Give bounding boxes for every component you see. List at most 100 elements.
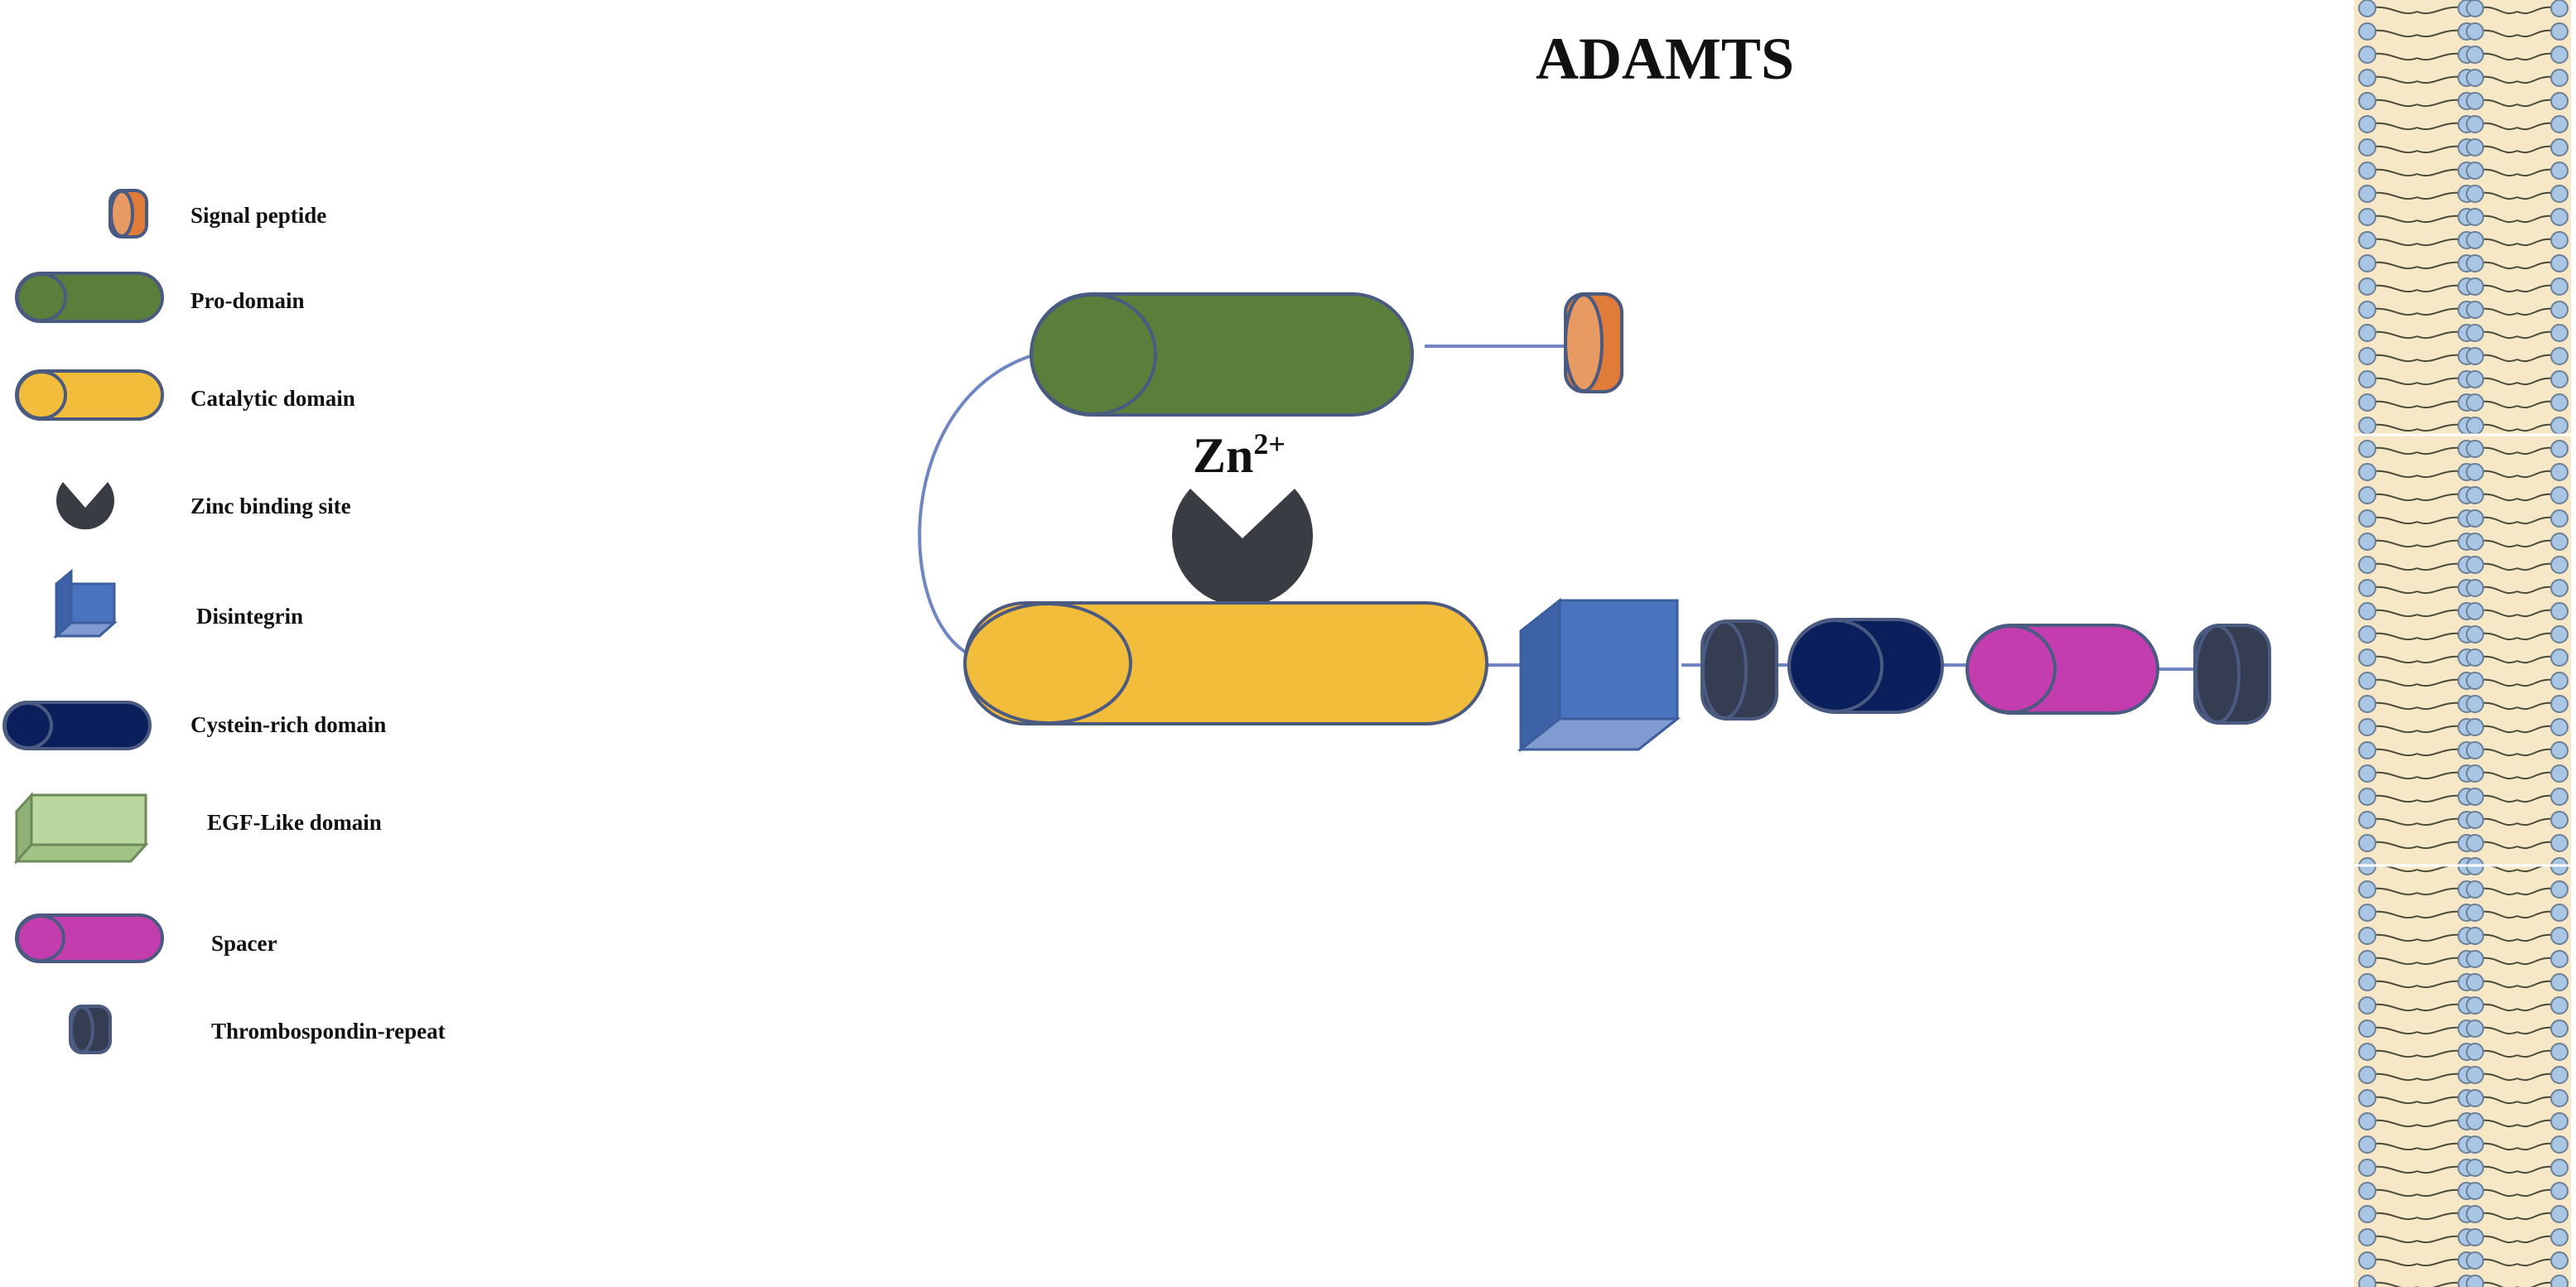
lipid-head (2550, 1182, 2569, 1200)
legend-label-cystein-rich-domain: Cystein-rich domain (191, 712, 386, 737)
lipid-head (2550, 115, 2569, 133)
zinc-ion-label: Zn2+ (1193, 427, 1286, 483)
lipid-head (2550, 625, 2569, 644)
lipid-head (2550, 788, 2569, 806)
lipid-head (2466, 347, 2484, 365)
lipid-head (2466, 370, 2484, 388)
lipid-head (2550, 301, 2569, 319)
cystein-rich-domain-icon (2, 701, 152, 750)
lipid-head (2466, 880, 2484, 899)
lipid-head (2550, 648, 2569, 667)
lipid-head (2358, 973, 2376, 991)
lipid-head (2550, 718, 2569, 736)
lipid-head (2358, 1205, 2376, 1223)
lipid-head (2466, 811, 2484, 829)
lipid-head (2550, 231, 2569, 249)
lipid-head (2358, 1275, 2376, 1287)
lipid-head (2466, 741, 2484, 759)
lipid-head (2550, 602, 2569, 620)
lipid-head (2358, 648, 2376, 667)
lipid-head (2550, 161, 2569, 180)
lipid-head (2466, 996, 2484, 1015)
lipid-head (2550, 138, 2569, 157)
lipid-head (2466, 1228, 2484, 1246)
lipid-head (2466, 254, 2484, 272)
lipid-head (2466, 46, 2484, 64)
lipid-head (2358, 138, 2376, 157)
lipid-head (2358, 185, 2376, 203)
egf-like-domain-icon (13, 792, 149, 865)
lipid-head (2358, 695, 2376, 713)
legend-label-disintegrin: Disintegrin (196, 604, 303, 629)
lipid-head (2358, 1043, 2376, 1061)
lipid-head (2550, 811, 2569, 829)
lipid-head (2358, 254, 2376, 272)
lipid-head (2358, 788, 2376, 806)
lipid-head (2550, 1019, 2569, 1038)
lipid-head (2358, 393, 2376, 412)
lipid-head (2550, 486, 2569, 504)
lipid-head (2358, 1089, 2376, 1107)
lipid-head (2466, 834, 2484, 852)
lipid-head (2466, 973, 2484, 991)
lipid-head (2358, 486, 2376, 504)
lipid-head (2466, 161, 2484, 180)
lipid-head (2466, 417, 2484, 435)
zinc-binding-site-icon (56, 482, 114, 530)
lipid-head (2358, 672, 2376, 690)
lipid-head (2466, 764, 2484, 783)
lipid-head (2358, 0, 2376, 17)
lipid-head (2466, 486, 2484, 504)
lipid-head (2466, 579, 2484, 597)
lipid-head (2466, 92, 2484, 110)
lipid-head (2466, 1135, 2484, 1154)
lipid-head (2358, 301, 2376, 319)
lipid-head (2358, 1066, 2376, 1084)
lipid-head (2358, 996, 2376, 1015)
lipid-head (2550, 254, 2569, 272)
lipid-head (2466, 788, 2484, 806)
lipid-head (2358, 231, 2376, 249)
lipid-head (2358, 764, 2376, 783)
lipid-head (2466, 718, 2484, 736)
lipid-head (2550, 1112, 2569, 1130)
lipid-head (2358, 370, 2376, 388)
lipid-head (2550, 1066, 2569, 1084)
pro-domain (1030, 292, 1414, 417)
legend-item-zinc-binding-site: Zinc binding site (56, 482, 351, 530)
lipid-head (2358, 115, 2376, 133)
lipid-head (2466, 904, 2484, 922)
thrombospondin-repeat-2 (2193, 624, 2271, 725)
lipid-head (2466, 393, 2484, 412)
cystein-rich-domain (1787, 618, 1944, 714)
lipid-head (2550, 1089, 2569, 1107)
disintegrin-icon (53, 568, 118, 639)
lipid-head (2550, 208, 2569, 226)
lipid-head (2466, 1043, 2484, 1061)
legend-item-catalytic-domain: Catalytic domain (15, 369, 355, 421)
legend-item-signal-peptide: Signal peptide (109, 189, 326, 239)
lipid-head (2358, 741, 2376, 759)
lipid-head (2466, 208, 2484, 226)
lipid-head (2466, 1275, 2484, 1287)
lipid-head (2466, 695, 2484, 713)
lipid-head (2358, 834, 2376, 852)
lipid-head (2358, 1228, 2376, 1246)
lipid-head (2358, 904, 2376, 922)
legend-item-pro-domain: Pro-domain (15, 272, 305, 323)
lipid-head (2466, 1089, 2484, 1107)
diagram-title: ADAMTS (1536, 26, 1794, 92)
lipid-head (2550, 347, 2569, 365)
lipid-head (2358, 417, 2376, 435)
lipid-head (2550, 0, 2569, 17)
lipid-head (2550, 1228, 2569, 1246)
lipid-head (2550, 440, 2569, 458)
lipid-head (2466, 69, 2484, 87)
lipid-head (2466, 1251, 2484, 1270)
legend-label-egf-like-domain: EGF-Like domain (207, 810, 382, 835)
lipid-head (2466, 185, 2484, 203)
lipid-head (2550, 973, 2569, 991)
lipid-head (2466, 950, 2484, 968)
lipid-head (2550, 1251, 2569, 1270)
